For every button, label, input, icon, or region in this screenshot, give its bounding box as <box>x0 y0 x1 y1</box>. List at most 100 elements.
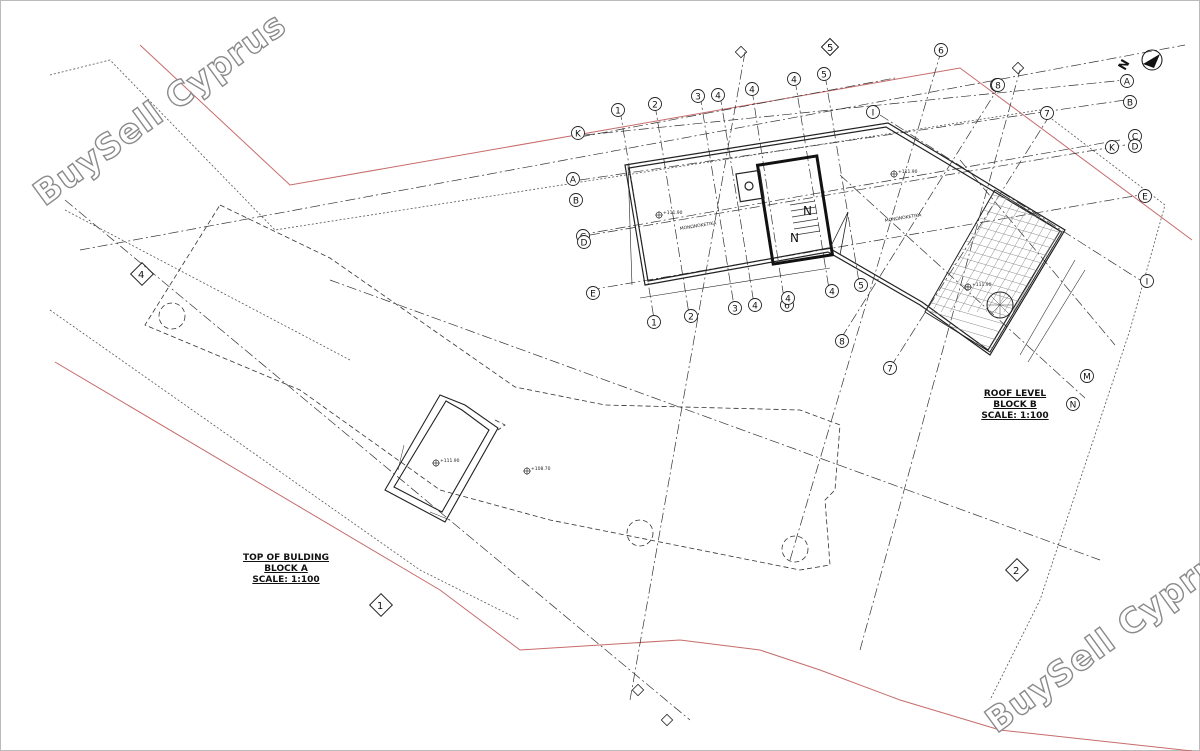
grid-bubble: 4 <box>825 284 839 298</box>
section-marker-2: 2 <box>1013 566 1019 577</box>
grid-bubble: K <box>571 126 585 140</box>
section-marker-1: 1 <box>377 601 383 612</box>
title-b-line2: BLOCK B <box>993 400 1037 410</box>
grid-bubble: E <box>586 286 600 300</box>
grid-bubble: M <box>1080 369 1094 383</box>
grid-bubble: B <box>569 193 583 207</box>
title-a-line3: SCALE: 1:100 <box>252 575 320 585</box>
grid-bubble-label: M <box>1083 373 1091 383</box>
grid-bubble-label: A <box>1124 78 1131 88</box>
room-label-left: ΜΟΝΩΝΟΚΕΤΙΚΑ <box>679 220 717 232</box>
level-text-2: +111.90 <box>898 169 918 175</box>
grid-bubble-label: 5 <box>858 282 864 292</box>
grid-bubble-label: E <box>590 290 596 300</box>
title-b-line3: SCALE: 1:100 <box>981 411 1049 421</box>
stair-label-1: N <box>803 204 812 218</box>
grid-bubble: D <box>1128 139 1142 153</box>
grid-bubble-label: 1 <box>651 319 657 329</box>
axis-end-markers <box>631 45 1025 727</box>
grid-bubble-label: 6 <box>784 302 790 312</box>
site-boundary <box>54 44 1193 751</box>
section-marker-4: 4 <box>138 270 144 281</box>
grid-bubble-label: 5 <box>821 71 827 81</box>
dotted-outlines <box>49 59 1166 701</box>
grid-bubble: 2 <box>684 309 698 323</box>
grid-bubble: 5 <box>854 278 868 292</box>
grid-bubble-label: B <box>573 197 579 207</box>
roof-terrace <box>924 189 1086 363</box>
grid-bubble-label: C <box>1132 133 1138 143</box>
grid-bubble: A <box>566 172 580 186</box>
grid-bubble-label: I <box>872 109 875 119</box>
grid-bubble: 4 <box>745 82 759 96</box>
stair-label-2: N <box>790 231 799 245</box>
level-text-5: +108.70 <box>531 466 551 472</box>
level-text-3: +111.90 <box>972 282 992 288</box>
title-b-line1: ROOF LEVEL <box>983 389 1047 399</box>
room-label-right: ΜΟΝΩΝΟΚΕΤΙΚΑ <box>884 212 922 224</box>
grid-bubble: 4 <box>781 291 795 305</box>
grid-bubble: 1 <box>647 315 661 329</box>
grid-bubble: K <box>1105 140 1119 154</box>
grid-bubble-label: 6 <box>938 47 944 57</box>
title-a-line2: BLOCK A <box>264 564 308 574</box>
axis-lines <box>64 44 1186 721</box>
grid-bubble-label: K <box>1109 144 1116 154</box>
grid-bubble-label: 4 <box>829 288 835 298</box>
grid-bubble: 1 <box>611 103 625 117</box>
grid-bubble-label: 4 <box>749 86 755 96</box>
grid-bubble-label: K <box>575 130 582 140</box>
grid-bubble: I <box>866 105 880 119</box>
grid-bubble: B <box>1123 95 1137 109</box>
grid-bubble-label: 7 <box>887 365 893 375</box>
grid-bubble-label: 8 <box>995 82 1001 92</box>
grid-bubble: 2 <box>648 97 662 111</box>
title-block-a: TOP OF BULDING BLOCK A SCALE: 1:100 <box>226 553 346 586</box>
grid-bubble: A <box>1120 74 1134 88</box>
grid-bubble-label: 1 <box>615 107 621 117</box>
grid-bubble-label: E <box>1142 193 1148 203</box>
grid-bubble-label: 3 <box>695 93 701 103</box>
grid-bubble: N <box>1066 397 1080 411</box>
level-text-1: +111.90 <box>663 210 683 216</box>
grid-bubble: 7 <box>1040 106 1054 120</box>
title-block-b: ROOF LEVEL BLOCK B SCALE: 1:100 <box>955 389 1075 422</box>
grid-bubble: 3 <box>728 301 742 315</box>
grid-bubble-label: 8 <box>839 338 845 348</box>
grid-bubble: 4 <box>711 88 725 102</box>
grid-bubble: 4 <box>748 298 762 312</box>
grid-bubble: E <box>1138 189 1152 203</box>
grid-bubbles: ABCDEKIABCDEKIMN123444561234464567878 <box>566 43 1154 411</box>
grid-bubble-label: 7 <box>1044 110 1050 120</box>
grid-bubble-label: 2 <box>688 313 694 323</box>
grid-bubble: 6 <box>934 43 948 57</box>
grid-bubble-label: 4 <box>791 76 797 86</box>
grid-bubble-label: 3 <box>732 305 738 315</box>
grid-bubble: 3 <box>691 89 705 103</box>
north-label: N <box>1115 57 1132 73</box>
level-text-4: +111.90 <box>440 458 460 464</box>
grid-bubble: 8 <box>991 78 1005 92</box>
grid-bubble-label: A <box>570 176 577 186</box>
block-a-top <box>384 394 499 523</box>
grid-bubble: 5 <box>817 67 831 81</box>
title-a-line1: TOP OF BULDING <box>242 553 330 563</box>
grid-bubble: I <box>1140 274 1154 288</box>
grid-bubble-label: 2 <box>652 101 658 111</box>
block-a-outline <box>144 204 841 571</box>
grid-bubble-label: D <box>1132 143 1139 153</box>
grid-bubble: 4 <box>787 72 801 86</box>
grid-bubble-label: B <box>1127 99 1133 109</box>
level-markers <box>432 170 972 475</box>
grid-bubble-label: 4 <box>752 302 758 312</box>
grid-bubble-label: N <box>1070 401 1077 411</box>
grid-bubble-label: 4 <box>715 92 721 102</box>
section-marker-5: 5 <box>827 43 833 54</box>
grid-bubble-label: 4 <box>785 295 791 305</box>
grid-bubble: D <box>577 235 591 249</box>
grid-bubble: 8 <box>835 334 849 348</box>
section-markers: 4 1 2 5 <box>129 37 1030 618</box>
grid-bubble-label: I <box>1146 278 1149 288</box>
